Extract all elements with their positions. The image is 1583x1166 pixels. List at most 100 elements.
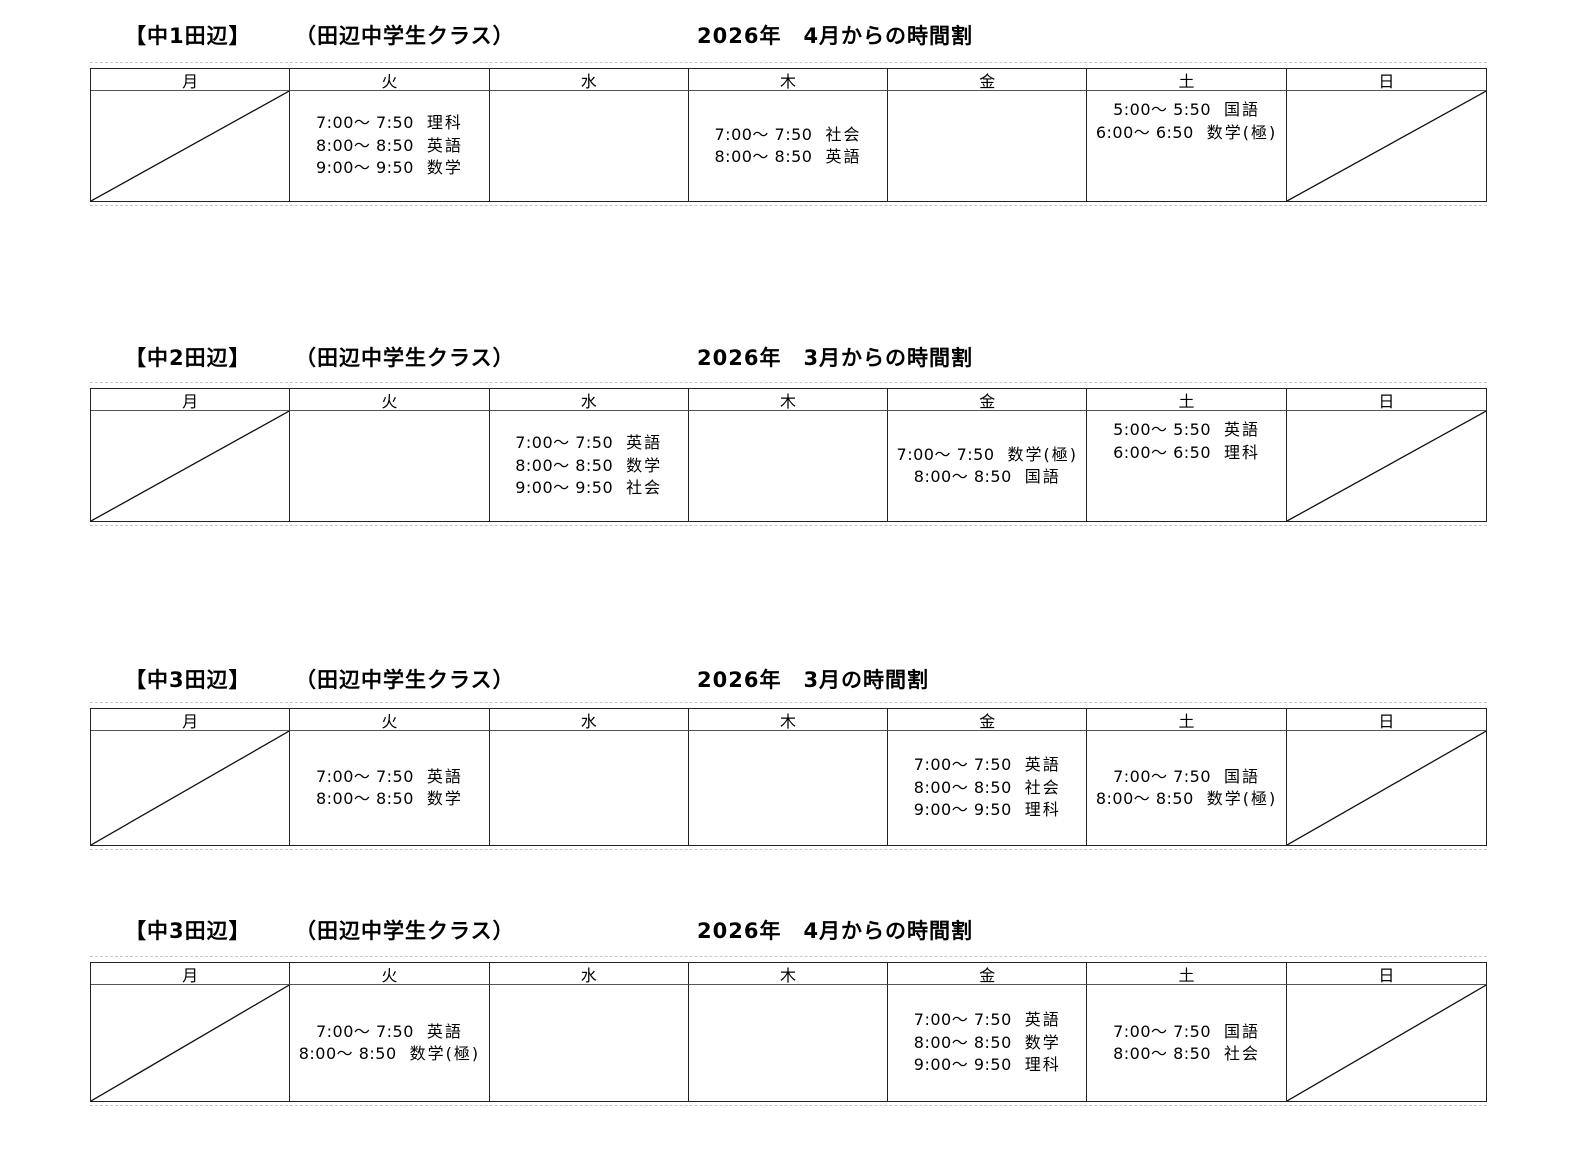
- day-header-fri: 金: [888, 389, 1088, 411]
- day-header-mon: 月: [91, 389, 291, 411]
- lesson-time: 7:00～ 7:50: [896, 444, 995, 464]
- lesson-subject: 数学: [626, 455, 663, 475]
- class-note: （田辺中学生クラス）: [295, 24, 515, 48]
- lesson-time: 9:00～ 9:50: [913, 1055, 1012, 1075]
- lesson-subject: 社会: [626, 478, 663, 498]
- class-note: （田辺中学生クラス）: [295, 346, 515, 370]
- day-header-sat: 土: [1087, 709, 1287, 731]
- lesson-entry: 7:00～ 7:50 理科: [316, 112, 463, 135]
- lesson-entry: 9:00～ 9:50 理科: [914, 1054, 1061, 1077]
- lesson-subject: 数学: [426, 789, 463, 808]
- day-cell-sat: 5:00～ 5:50 国語 6:00～ 6:50 数学(極): [1087, 91, 1287, 201]
- diagonal-slash-icon: [91, 411, 289, 521]
- lesson-subject: 数学: [1024, 1032, 1061, 1052]
- diagonal-slash-icon: [91, 91, 289, 201]
- lesson-time: 8:00～ 8:50: [315, 135, 414, 155]
- lesson-time: 8:00～ 8:50: [515, 455, 614, 475]
- lesson-time: 5:00～ 5:50: [1113, 100, 1212, 119]
- day-cell-mon: [91, 91, 291, 201]
- day-header-thu: 木: [688, 963, 889, 985]
- lesson-time: 7:00～ 7:50: [913, 1010, 1012, 1030]
- class-label: 【中2田辺】: [125, 346, 251, 370]
- lesson-entry: 5:00～ 5:50 国語: [1113, 99, 1260, 122]
- diagonal-slash-icon: [1287, 985, 1486, 1101]
- day-header-mon: 月: [91, 69, 291, 91]
- lesson-subject: 数学(極): [1206, 122, 1278, 142]
- day-cell-sun: [1287, 411, 1486, 521]
- day-cell-wed: [490, 731, 689, 845]
- page-break-guide: [90, 1105, 1487, 1106]
- day-header-sat: 土: [1087, 389, 1287, 411]
- lesson-subject: 社会: [1224, 1044, 1261, 1063]
- lesson-entry: 8:00～ 8:50 社会: [1113, 1043, 1260, 1066]
- lesson-time: 6:00～ 6:50: [1095, 122, 1194, 142]
- lesson-subject: 国語: [1224, 100, 1261, 119]
- lesson-subject: 社会: [1024, 777, 1061, 797]
- schedule-title: 2026年 4月からの時間割: [697, 919, 974, 943]
- section-title: 【中3田辺】 （田辺中学生クラス） 2026年 4月からの時間割: [0, 915, 1583, 943]
- lesson-subject: 国語: [1224, 1021, 1261, 1041]
- lesson-time: 8:00～ 8:50: [913, 777, 1012, 797]
- day-header-tue: 火: [290, 709, 490, 731]
- lesson-subject: 英語: [426, 135, 463, 155]
- day-cell-sun: [1287, 985, 1486, 1101]
- lesson-time: 6:00～ 6:50: [1113, 442, 1212, 462]
- day-header-mon: 月: [91, 709, 291, 731]
- day-cell-tue: [290, 411, 490, 521]
- lesson-entry: 8:00～ 8:50 英語: [316, 135, 463, 158]
- day-cell-fri: 7:00～ 7:50 英語 8:00～ 8:50 数学 9:00～ 9:50 理科: [888, 985, 1088, 1101]
- page-break-guide: [90, 702, 1487, 703]
- schedule-title: 2026年 3月の時間割: [697, 668, 930, 692]
- lesson-time: 7:00～ 7:50: [913, 755, 1012, 775]
- lesson-subject: 英語: [1024, 1010, 1061, 1030]
- class-note: （田辺中学生クラス）: [295, 668, 515, 692]
- lesson-time: 9:00～ 9:50: [913, 800, 1012, 820]
- lesson-time: 7:00～ 7:50: [315, 766, 414, 786]
- lesson-time: 8:00～ 8:50: [1113, 1044, 1212, 1063]
- lesson-subject: 理科: [426, 113, 463, 133]
- page-break-guide: [90, 205, 1487, 206]
- day-cell-mon: [91, 411, 291, 521]
- lesson-time: 7:00～ 7:50: [315, 1021, 414, 1041]
- day-cell-thu: [689, 985, 889, 1101]
- lesson-subject: 英語: [426, 766, 463, 786]
- day-cell-sun: [1287, 91, 1486, 201]
- lesson-entry: 7:00～ 7:50 英語: [316, 766, 463, 789]
- day-header-fri: 金: [888, 709, 1088, 731]
- lesson-time: 8:00～ 8:50: [913, 1032, 1012, 1052]
- diagonal-slash-icon: [1287, 731, 1486, 845]
- schedule-title: 2026年 3月からの時間割: [697, 346, 974, 370]
- day-header-sun: 日: [1286, 709, 1486, 731]
- day-header-mon: 月: [91, 963, 291, 985]
- schedule-title: 2026年 4月からの時間割: [697, 24, 974, 48]
- lesson-time: 7:00～ 7:50: [1113, 766, 1212, 786]
- lesson-subject: 国語: [1224, 766, 1261, 786]
- lesson-time: 7:00～ 7:50: [515, 433, 614, 453]
- lesson-subject: 理科: [1024, 1055, 1061, 1075]
- lesson-time: 7:00～ 7:50: [315, 113, 414, 133]
- day-cell-wed: [490, 985, 689, 1101]
- day-header-sun: 日: [1286, 69, 1486, 91]
- lesson-entry: 6:00～ 6:50 数学(極): [1096, 122, 1277, 145]
- section-title: 【中3田辺】 （田辺中学生クラス） 2026年 3月の時間割: [0, 664, 1583, 692]
- day-header-sun: 日: [1286, 963, 1486, 985]
- day-cell-sun: [1287, 731, 1486, 845]
- lesson-subject: 社会: [825, 124, 862, 144]
